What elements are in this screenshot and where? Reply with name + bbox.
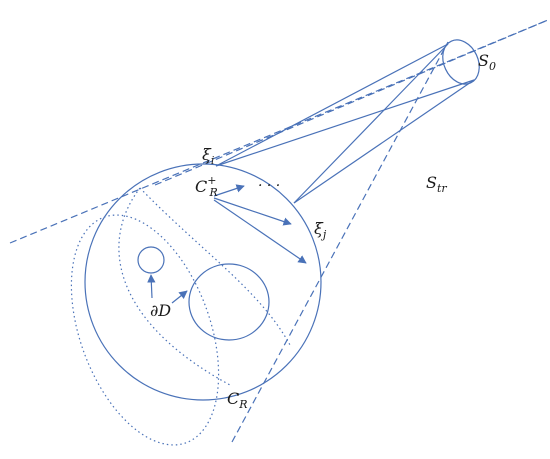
normal-arrow-3 [213,199,307,264]
small-obstacle-circle [137,246,165,274]
label-xi-i: ξi [202,145,214,167]
label-cr: CR [227,389,248,411]
ray-xi-j-upper [293,43,449,204]
label-boundary-dd: ∂D [150,301,171,320]
label-s0: S0 [478,51,496,73]
dots-ellipsis: · · · [258,178,280,194]
sphere-meridian-arc [139,187,291,346]
cone-lower-tangent-line [231,41,449,443]
label-cr-plus: C+R [195,174,218,199]
boundary-arrow-small [147,274,156,299]
normal-arrow-1 [213,184,245,197]
normal-arrow-2 [213,197,292,226]
label-s-tr: Str [426,173,447,195]
ray-xi-i-upper [215,43,449,167]
medium-obstacle-circle [188,263,270,341]
main-sphere-circle [84,163,322,401]
boundary-arrow-medium [171,290,188,304]
cone-upper-inner-line [154,19,549,186]
cone-cross-section-ellipse [70,214,220,446]
label-xi-j: ξj [314,219,327,241]
ray-xi-j-lower [293,79,475,204]
ray-xi-i-lower [215,79,475,167]
sphere-meridian-arc-back [118,187,231,386]
cone-upper-tangent-line [9,19,549,244]
